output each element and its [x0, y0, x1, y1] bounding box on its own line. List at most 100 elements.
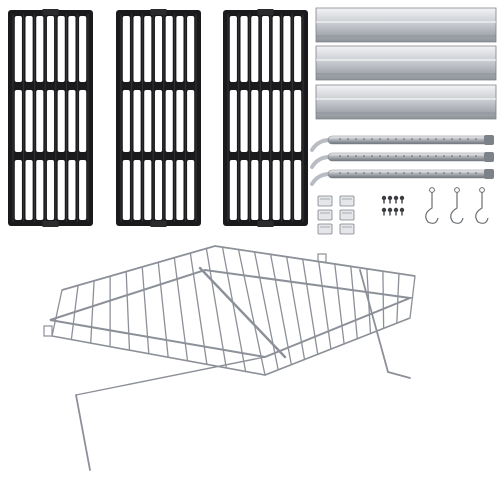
grate-slot — [261, 16, 270, 82]
carryover-tube — [317, 195, 333, 207]
burner-port — [467, 172, 469, 174]
rack-wire — [173, 257, 189, 362]
screw-shaft — [389, 199, 391, 204]
grate-slot — [229, 90, 237, 152]
burner-venturi — [310, 138, 332, 152]
grate-slot — [122, 160, 130, 220]
burner-port — [363, 138, 365, 140]
grate-slot — [176, 16, 184, 82]
rack-wire — [205, 247, 227, 369]
rack-wire — [237, 248, 266, 376]
grate-slot — [229, 16, 237, 82]
rack-wire — [382, 270, 385, 330]
igniter-wire — [475, 187, 489, 224]
grate-slot — [240, 16, 248, 82]
burner-port — [427, 155, 429, 157]
screw-shaft — [383, 211, 385, 216]
burner-port — [475, 138, 477, 140]
burner-port — [419, 172, 421, 174]
rack-clip — [43, 325, 53, 337]
heat-plate-body — [315, 45, 497, 81]
grate-slot — [251, 90, 259, 152]
burner — [310, 135, 494, 152]
burner-port — [379, 172, 381, 174]
screw — [393, 207, 399, 213]
rack-wire — [157, 261, 169, 358]
igniter-lead — [475, 192, 489, 224]
heat-plates-group — [315, 7, 497, 120]
burner-port — [435, 138, 437, 140]
grate-slot — [122, 16, 130, 82]
rack-wire — [285, 256, 306, 361]
grate-slot — [272, 160, 280, 220]
grate-slot — [57, 160, 65, 220]
igniter-tip — [429, 187, 435, 193]
cooking-grate — [116, 9, 201, 227]
grate-slot — [294, 16, 302, 82]
grate-slot — [144, 90, 152, 152]
burner-port — [347, 172, 349, 174]
grate-slot — [294, 90, 302, 152]
grate-slot — [36, 16, 44, 82]
rack-wire — [409, 275, 416, 319]
warming-rack — [43, 245, 416, 471]
burner-port — [459, 138, 461, 140]
burner-tube — [327, 152, 491, 162]
grate-slot — [122, 90, 130, 152]
screw-shaft — [401, 199, 403, 204]
grate-slot — [144, 160, 152, 220]
grate-slot — [68, 160, 76, 220]
grate-slot — [133, 160, 141, 220]
grate-slot — [229, 160, 237, 220]
burner-port — [371, 172, 373, 174]
screw — [399, 207, 405, 213]
screw — [387, 195, 393, 201]
burner-port — [379, 155, 381, 157]
grate-tab — [42, 221, 59, 227]
screw-shaft — [389, 211, 391, 216]
carryover-tube — [317, 209, 333, 221]
rack-hinge — [198, 266, 287, 359]
rack-wire — [269, 253, 293, 366]
burner-port — [443, 155, 445, 157]
screw — [393, 195, 399, 201]
grate-slot — [283, 16, 291, 82]
grate-slot — [154, 16, 163, 82]
grate-slot — [240, 160, 248, 220]
grate-slot — [25, 160, 33, 220]
rack-wire — [141, 266, 150, 355]
screw-shaft — [395, 211, 397, 216]
rack-wire — [90, 280, 95, 344]
burner-port — [371, 155, 373, 157]
grate-slot — [68, 90, 76, 152]
carryover-tube — [317, 223, 333, 235]
burner-venturi — [310, 155, 332, 169]
screw-shaft — [401, 211, 403, 216]
grate-slot — [294, 160, 302, 220]
grate-slot — [283, 160, 291, 220]
burner-port — [419, 138, 421, 140]
burner-port — [339, 172, 341, 174]
igniter-wire — [450, 187, 464, 224]
grate-slot — [261, 90, 270, 152]
grate-slot — [154, 160, 163, 220]
burner-port — [403, 172, 405, 174]
carryover-tube — [339, 223, 355, 235]
rack-wire — [302, 258, 319, 355]
cooking-grate — [223, 9, 308, 227]
heat-plate — [315, 84, 497, 120]
carryover-tube — [339, 195, 355, 207]
grate-slot — [133, 90, 141, 152]
grate-slot — [187, 16, 195, 82]
burner-port — [355, 155, 357, 157]
burner-end-cap — [484, 152, 494, 162]
screw — [381, 195, 387, 201]
screw-shaft — [395, 199, 397, 204]
rack-wire — [189, 252, 208, 366]
burner-port — [475, 172, 477, 174]
rack-wire — [350, 265, 358, 340]
burner-port — [379, 138, 381, 140]
burner-port — [451, 172, 453, 174]
grate-slot — [57, 16, 65, 82]
